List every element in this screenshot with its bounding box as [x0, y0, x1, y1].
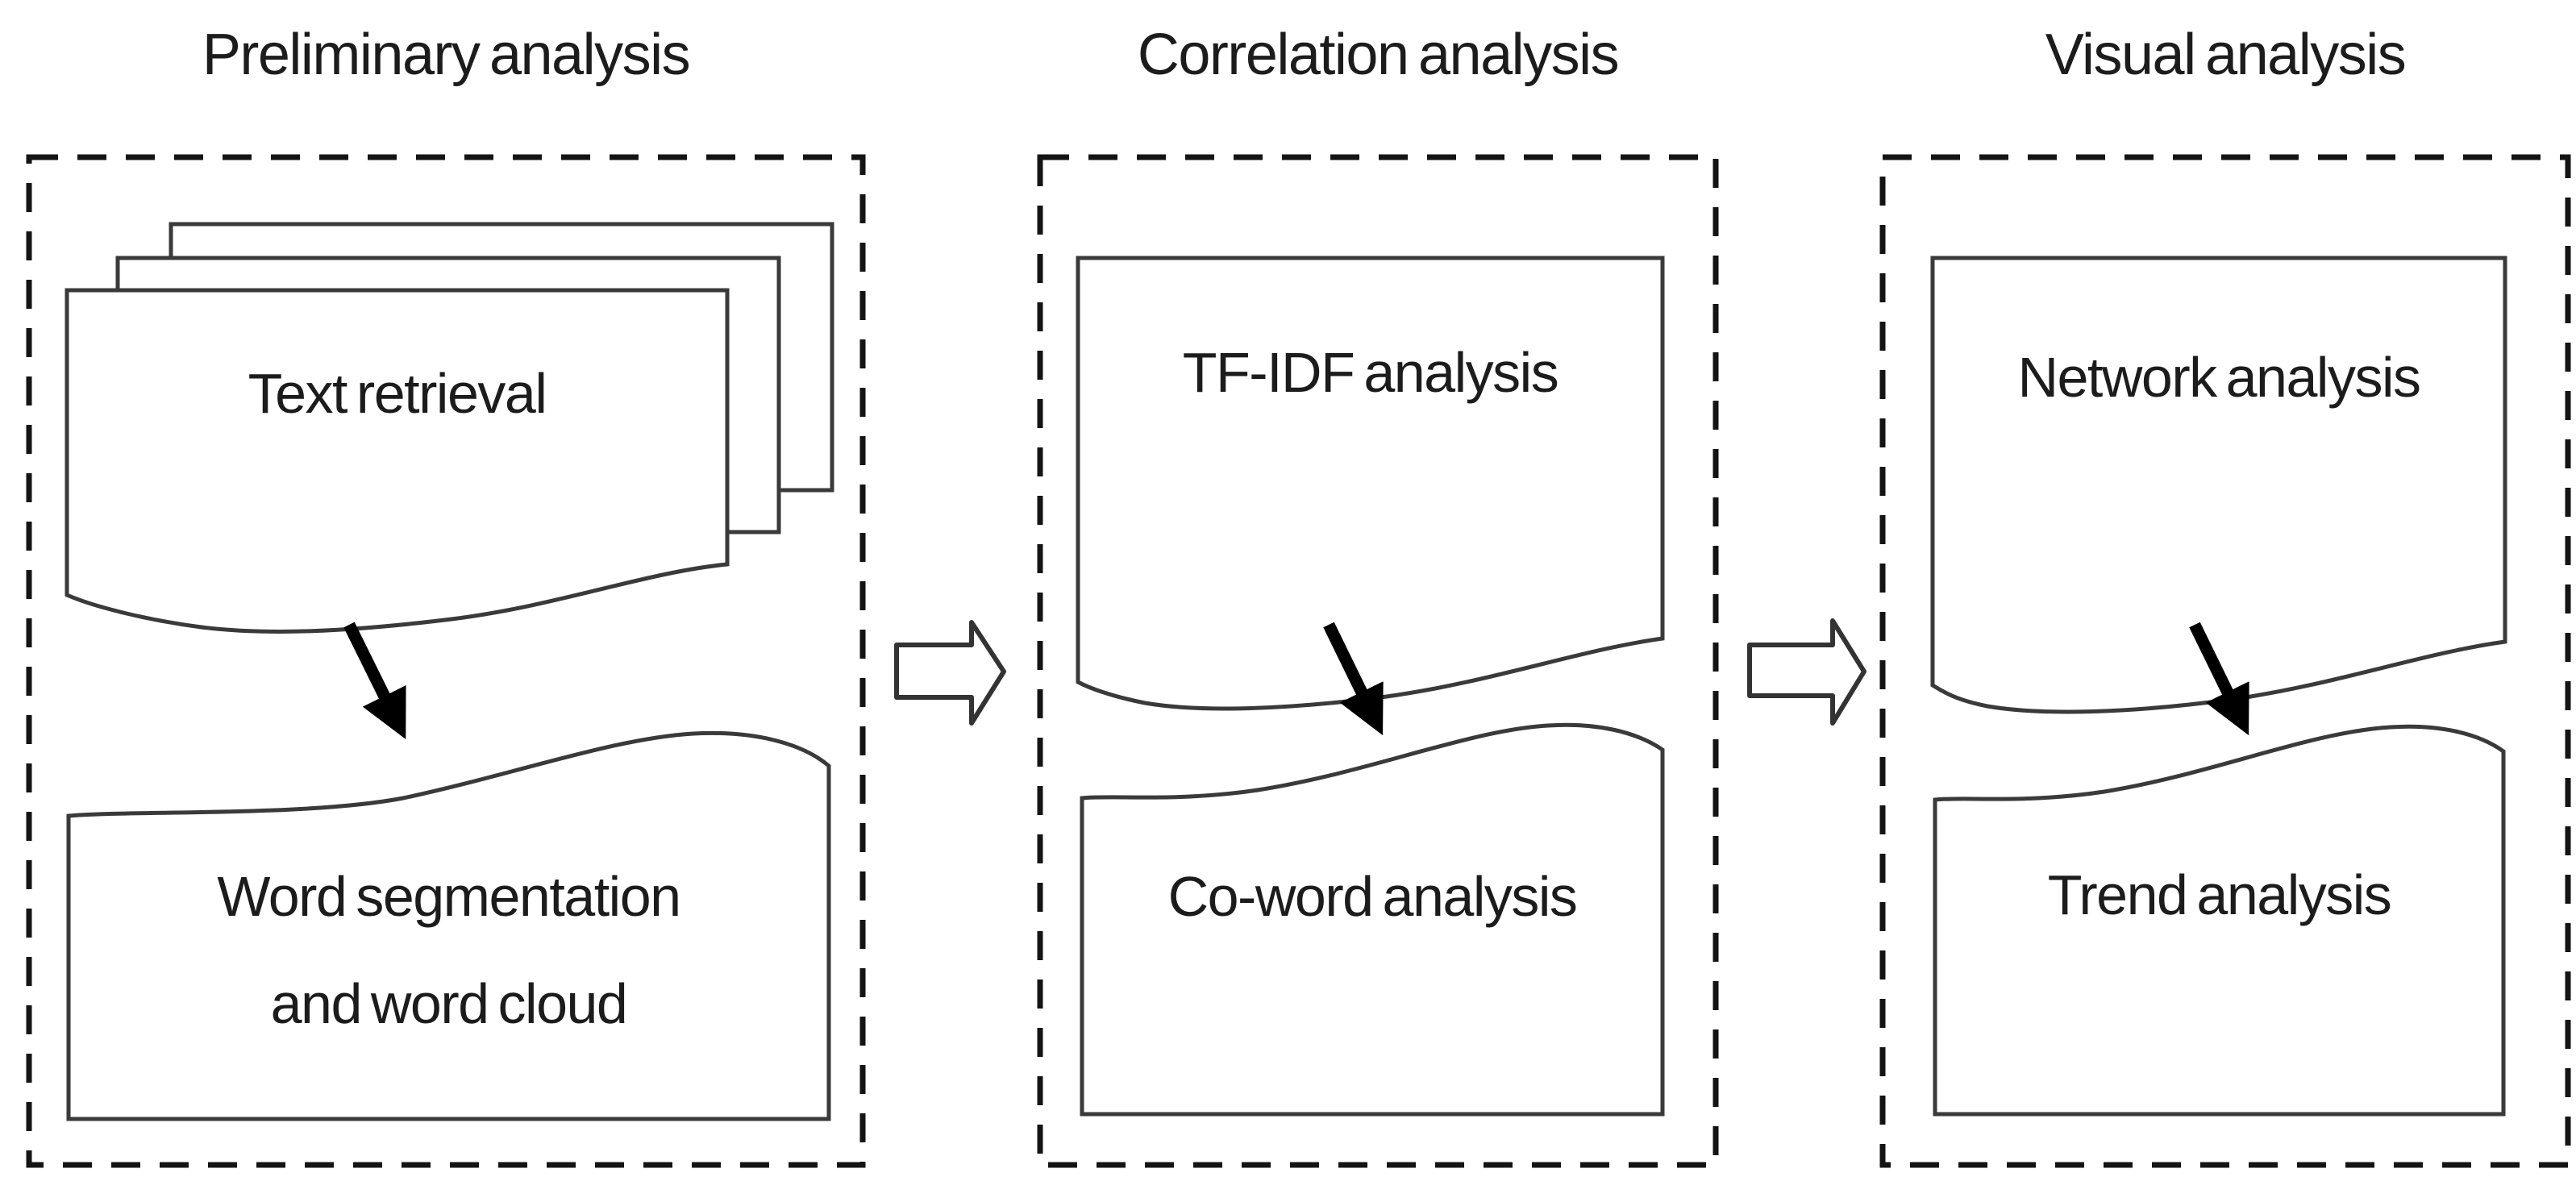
document-shape-network: [1930, 256, 2507, 714]
flow-arrow-icon-1: [894, 620, 1006, 726]
down-arrow-icon-3: [2189, 622, 2249, 736]
label-coword-analysis: Co-word analysis: [1167, 865, 1578, 928]
document-shape-text-retrieval: [65, 288, 730, 634]
down-arrow-icon-2: [1323, 622, 1384, 736]
label-text-retrieval: Text retrieval: [248, 362, 547, 425]
inverted-document-shape-coword: [1080, 722, 1665, 1117]
panel-visual-analysis: [1879, 154, 2571, 1168]
label-trend-analysis: Trend analysis: [2047, 863, 2392, 926]
label-network-analysis: Network analysis: [2017, 346, 2421, 409]
stage-title-preliminary: Preliminary analysis: [202, 23, 691, 87]
down-arrow-icon-1: [343, 622, 406, 740]
stage-title-correlation: Correlation analysis: [1137, 23, 1620, 87]
label-word-segmentation-line1: Word segmentation: [217, 865, 681, 928]
inverted-document-shape-trend: [1933, 724, 2506, 1117]
panel-correlation-analysis: [1037, 154, 1719, 1168]
label-tfidf-analysis: TF-IDF analysis: [1182, 341, 1559, 404]
stage-title-visual: Visual analysis: [2045, 23, 2407, 87]
inverted-document-shape-word-segmentation: [66, 730, 831, 1121]
flow-arrow-icon-2: [1747, 618, 1866, 726]
document-shape-tfidf: [1076, 256, 1665, 711]
label-word-segmentation-line2: and word cloud: [270, 972, 628, 1035]
